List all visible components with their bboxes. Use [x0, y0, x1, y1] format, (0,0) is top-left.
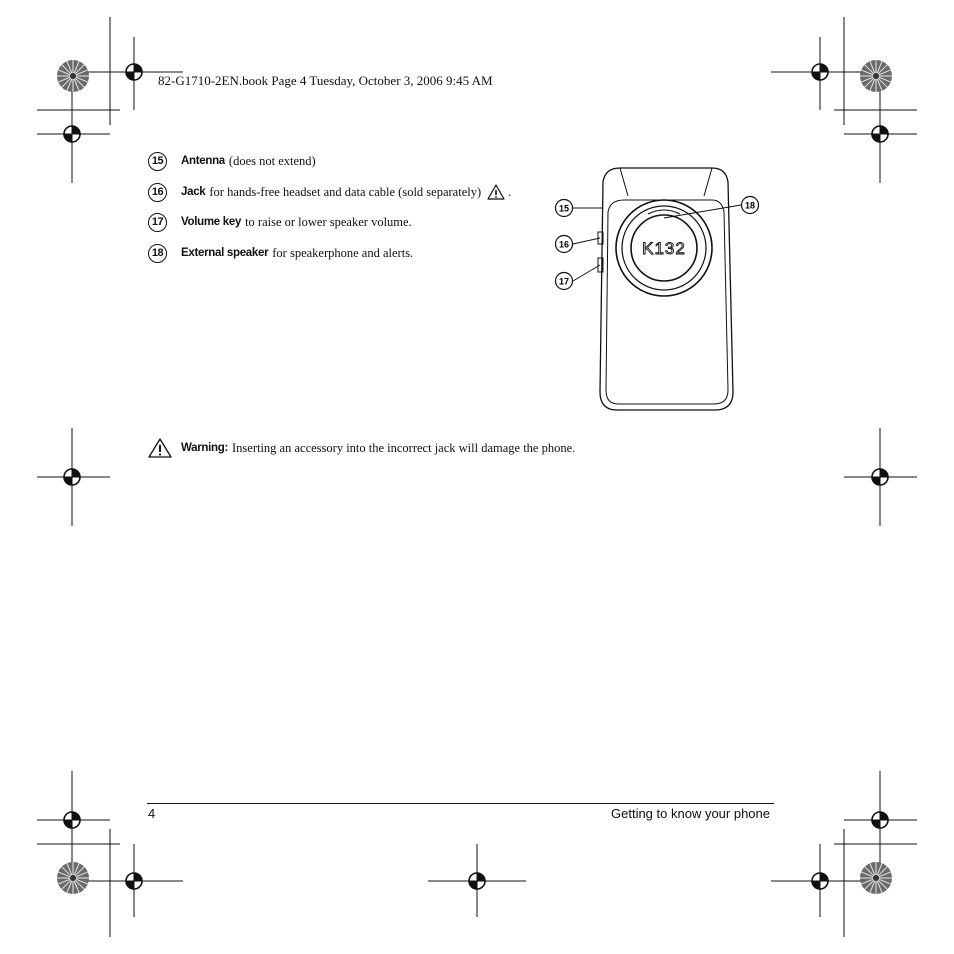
- callout-label: 18: [745, 201, 755, 211]
- item-term: Antenna: [181, 155, 225, 167]
- callout-15: 15: [554, 198, 574, 218]
- callout-16: 16: [554, 234, 574, 254]
- callout-number: 18: [148, 243, 167, 263]
- item-description: to raise or lower speaker volume.: [245, 214, 412, 229]
- item-suffix: .: [508, 184, 512, 199]
- list-item-jack: 16 Jack for hands-free headset and data …: [148, 181, 511, 203]
- callout-number: 15: [148, 151, 167, 171]
- callout-label: 17: [559, 277, 569, 287]
- callout-number: 17: [148, 212, 167, 232]
- callout-number: 16: [148, 182, 167, 202]
- warning-note: Warning: Inserting an accessory into the…: [148, 437, 575, 459]
- item-description: for hands-free headset and data cable (s…: [209, 184, 482, 199]
- callout-label: 15: [559, 204, 569, 214]
- item-term: External speaker: [181, 247, 269, 259]
- page-number: 4: [148, 806, 156, 821]
- print-header: 82-G1710-2EN.book Page 4 Tuesday, Octobe…: [158, 73, 493, 88]
- list-item-volume-key: 17 Volume key to raise or lower speaker …: [148, 211, 412, 233]
- item-description: for speakerphone and alerts.: [272, 245, 414, 260]
- callout-label: 16: [559, 240, 569, 250]
- footer-rule: [147, 803, 774, 804]
- item-term: Jack: [181, 186, 206, 198]
- warning-label: Warning:: [181, 442, 228, 454]
- item-description: (does not extend): [228, 153, 316, 168]
- callout-17: 17: [554, 271, 574, 291]
- phone-logo: K132: [642, 239, 686, 258]
- warning-icon: [487, 184, 505, 200]
- callout-18: 18: [740, 195, 760, 215]
- list-item-external-speaker: 18 External speaker for speakerphone and…: [148, 242, 413, 264]
- warning-icon: [148, 438, 172, 458]
- item-term: Volume key: [181, 216, 242, 228]
- section-title: Getting to know your phone: [611, 806, 770, 821]
- list-item-antenna: 15 Antenna (does not extend): [148, 150, 316, 172]
- warning-text: Inserting an accessory into the incorrec…: [232, 440, 576, 455]
